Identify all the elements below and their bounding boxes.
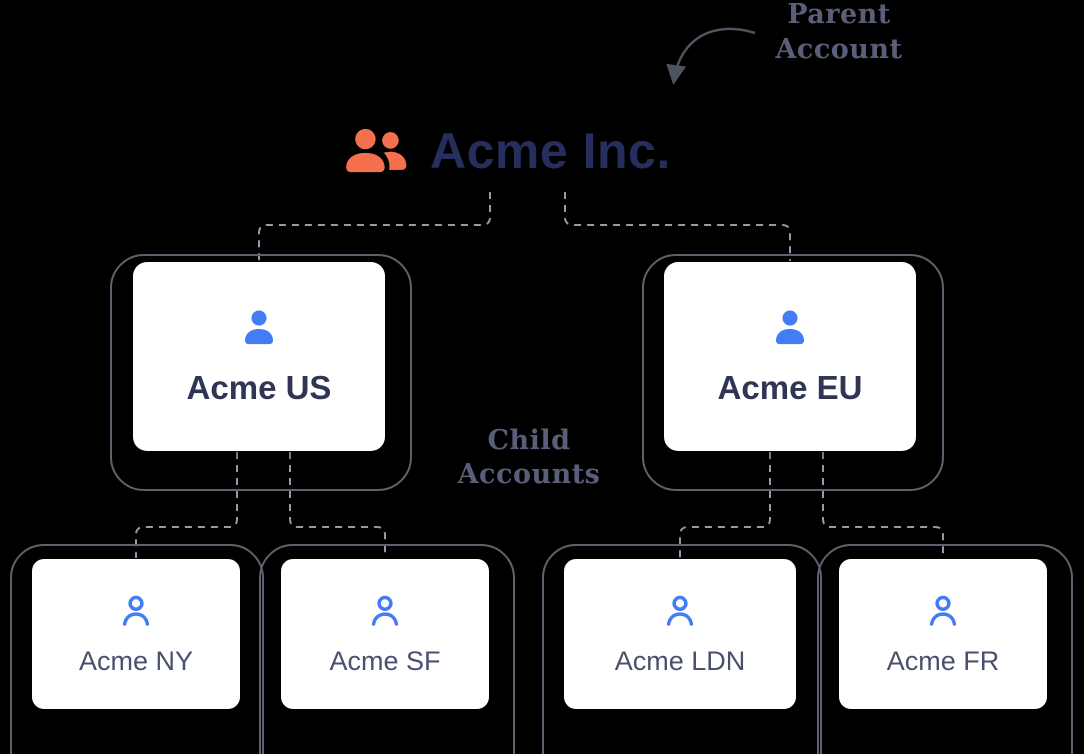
person-icon — [122, 595, 150, 626]
acme-sf-card: Acme SF — [281, 559, 489, 709]
annotation-line: Parent — [787, 0, 891, 30]
annotation-line: Accounts — [457, 459, 601, 490]
connector-us-to-sf — [289, 452, 386, 558]
acme-sf-outline — [259, 544, 515, 754]
parent-account-label: Acme Inc. — [430, 123, 671, 179]
person-icon — [371, 595, 399, 626]
connector-parent-to-eu — [564, 192, 791, 261]
account-label: Acme FR — [886, 645, 1000, 676]
person-icon — [666, 595, 694, 626]
account-label: Acme LDN — [614, 645, 746, 676]
acme-ldn-card: Acme LDN — [564, 559, 796, 709]
acme-fr-card: Acme FR — [839, 559, 1047, 709]
parent-account-annotation: Parent Account — [765, 0, 913, 67]
account-label: Acme US — [186, 368, 332, 406]
person-icon — [776, 310, 804, 344]
connector-us-to-ny — [135, 452, 238, 558]
parent-account-node: Acme Inc. — [342, 120, 671, 182]
connector-eu-to-fr — [822, 452, 944, 558]
person-icon — [929, 595, 957, 626]
acme-ny-outline — [10, 544, 264, 754]
acme-ldn-outline — [542, 544, 822, 754]
acme-eu-outline — [642, 254, 944, 491]
acme-ny-card: Acme NY — [32, 559, 240, 709]
annotation-line: Account — [775, 34, 903, 65]
account-label: Acme SF — [329, 645, 441, 676]
account-label: Acme EU — [717, 368, 863, 406]
account-label: Acme NY — [78, 645, 194, 676]
connector-parent-to-us — [258, 192, 491, 261]
acme-fr-outline — [817, 544, 1073, 754]
people-icon — [346, 128, 407, 173]
child-accounts-annotation: Child Accounts — [455, 424, 603, 492]
annotation-line: Child — [487, 425, 571, 456]
person-icon — [245, 310, 273, 344]
connector-eu-to-ldn — [679, 452, 771, 558]
acme-eu-card: Acme EU — [664, 262, 916, 451]
parent-account-arrow — [666, 27, 756, 85]
acme-us-outline — [110, 254, 412, 491]
acme-us-card: Acme US — [133, 262, 385, 451]
